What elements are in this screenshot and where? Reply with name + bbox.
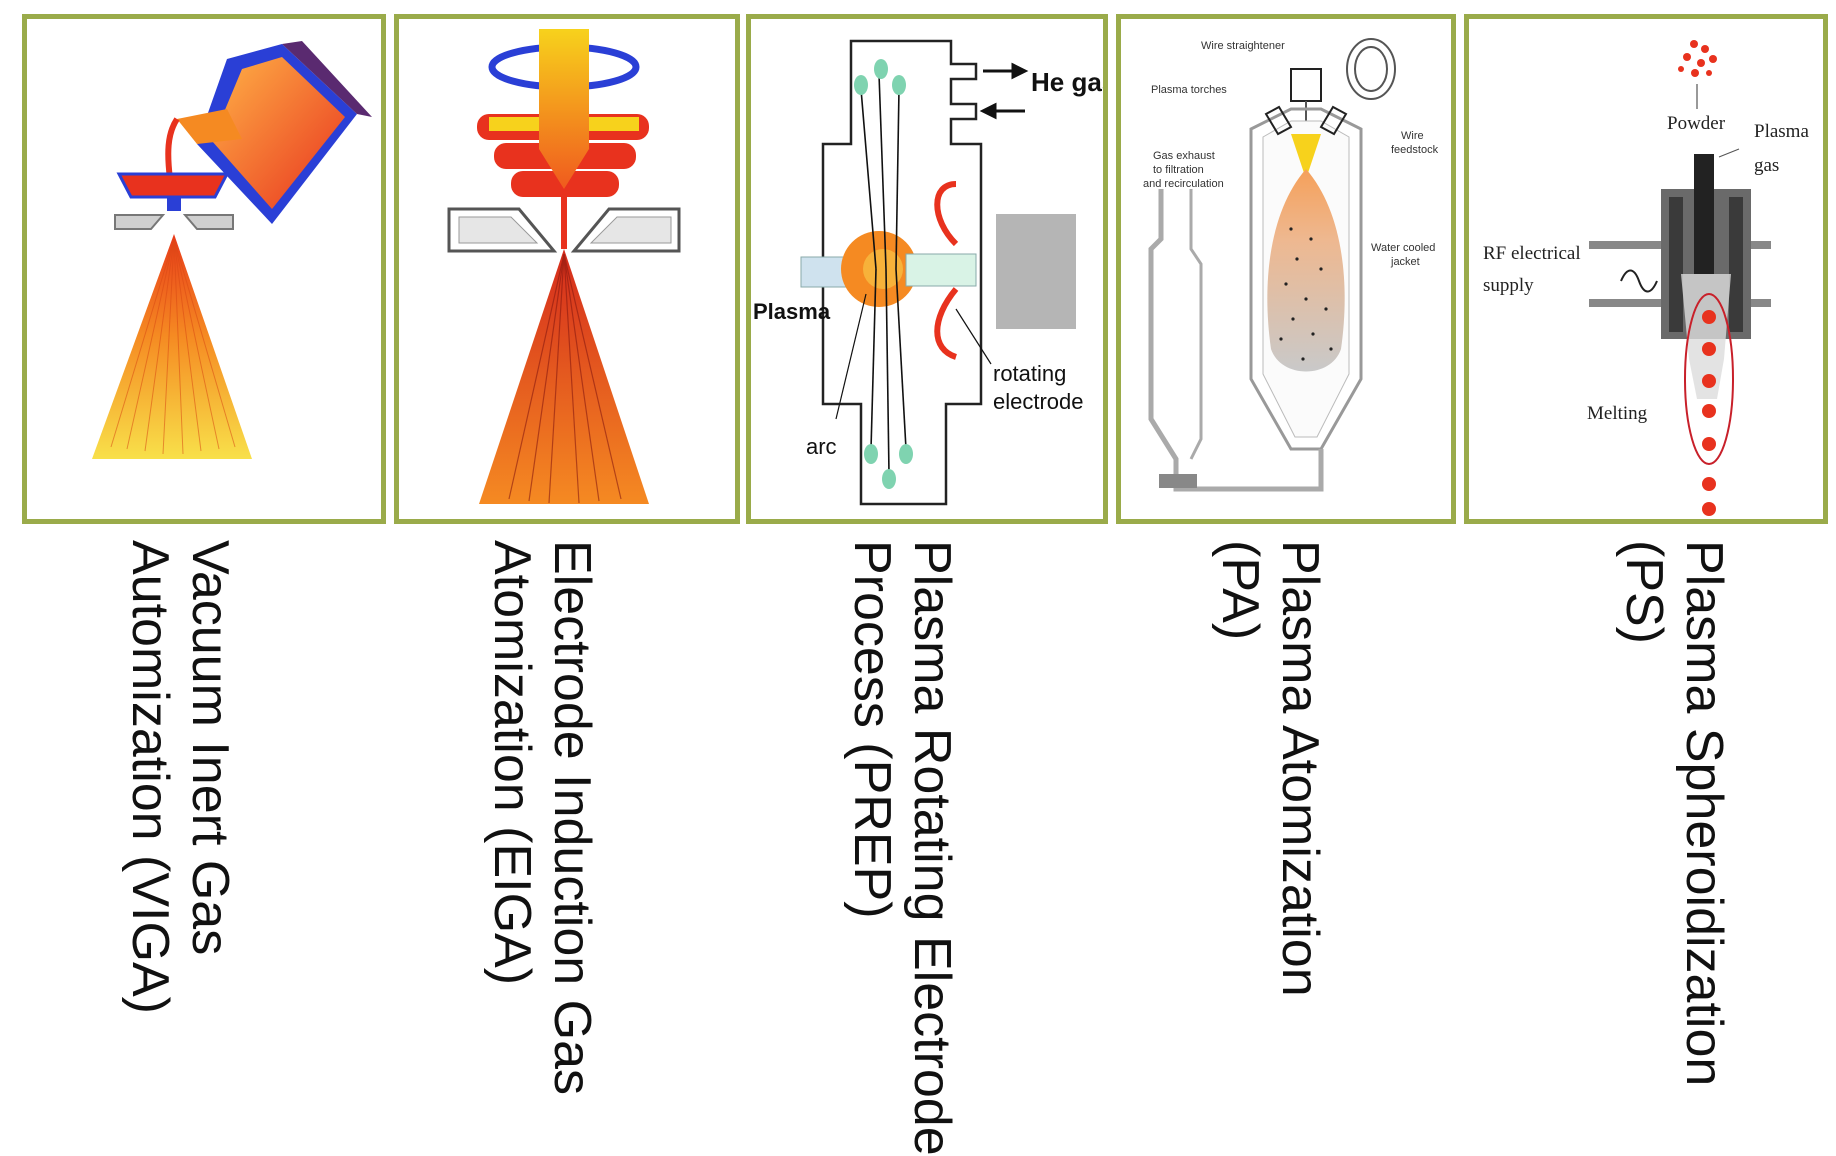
viga-panel xyxy=(22,14,386,524)
he-gas-arrows xyxy=(979,62,1029,120)
arc-label: arc xyxy=(806,434,837,459)
viga-diagram xyxy=(92,41,372,459)
wire-straightener xyxy=(1290,68,1322,102)
plasma-label: Plasma xyxy=(753,299,831,324)
ac-supply-icon xyxy=(1620,269,1658,293)
eiga-panel xyxy=(394,14,740,524)
plasma-torches-label: Plasma torches xyxy=(1151,84,1227,96)
eiga-diagram xyxy=(447,29,681,504)
powder-injector xyxy=(1694,154,1714,274)
plasma-torches xyxy=(1264,105,1348,136)
melting-label: Melting xyxy=(1587,403,1648,424)
atomized-plume xyxy=(1267,169,1345,372)
melting-zone xyxy=(1684,293,1734,465)
powder-label: Powder xyxy=(1667,113,1726,134)
droplets xyxy=(854,59,913,489)
wire-straightener-label: Wire straightener xyxy=(1201,40,1285,52)
prep-caption: Plasma Rotating Electrode Process (PREP) xyxy=(843,540,961,1156)
gas-exhaust-label-1: Gas exhaust xyxy=(1153,150,1215,162)
rf-supply-label-1: RF electrical xyxy=(1483,243,1581,264)
electrode-holder xyxy=(996,214,1076,329)
he-gas-label: He gas xyxy=(1031,67,1103,97)
ps-panel: Powder Plasma gas RF electrical supply M… xyxy=(1464,14,1828,524)
gas-exhaust-line xyxy=(1148,189,1324,492)
particles xyxy=(1279,227,1333,361)
viga-caption: Vacuum Inert Gas Automization (VIGA) xyxy=(121,540,239,1014)
chamber-outline xyxy=(821,39,983,506)
rf-supply-label-2: supply xyxy=(1483,275,1534,296)
tilting-crucible xyxy=(177,41,372,224)
gas-exhaust-label-2: to filtration xyxy=(1153,164,1204,176)
melting-droplets xyxy=(1702,310,1716,516)
gas-nozzles xyxy=(114,214,234,230)
eiga-caption: Electrode Induction Gas Atomization (EIG… xyxy=(483,540,601,1095)
prep-diagram: He gas Plasma rotating xyxy=(753,39,1103,506)
plasma-gas-label-1: Plasma xyxy=(1754,121,1809,142)
wire-feedstock-label-2: feedstock xyxy=(1391,144,1439,156)
wire-feedstock-label-1: Wire xyxy=(1401,130,1424,142)
wire-spool xyxy=(1346,38,1396,100)
rotating-electrode xyxy=(905,253,977,287)
ps-caption: Plasma Spheroidization (PS) xyxy=(1615,540,1733,1087)
atomization-spray-cone xyxy=(479,249,649,504)
rotating-label: rotating xyxy=(993,361,1066,386)
electrode-rod xyxy=(539,29,589,189)
water-jacket-label-1: Water cooled xyxy=(1371,242,1435,254)
plasma-gas-label-2: gas xyxy=(1754,155,1779,176)
ps-diagram: Powder Plasma gas RF electrical supply M… xyxy=(1483,40,1809,516)
collection-pot xyxy=(1159,474,1197,488)
gas-nozzles xyxy=(447,207,681,253)
gas-exhaust-label-3: and recirculation xyxy=(1143,178,1224,190)
rotation-arrows xyxy=(934,181,959,360)
pa-caption: Plasma Atomization (PA) xyxy=(1211,540,1329,997)
pa-diagram: Wire straightener Plasma torches Gas exh… xyxy=(1143,38,1439,492)
tundish xyxy=(116,172,230,211)
droplet-trajectories xyxy=(860,73,907,475)
electrode-label: electrode xyxy=(993,389,1084,414)
prep-panel: He gas Plasma rotating xyxy=(746,14,1108,524)
atomization-spray-cone xyxy=(92,234,252,459)
powder-cluster xyxy=(1678,40,1717,77)
pa-panel: Wire straightener Plasma torches Gas exh… xyxy=(1116,14,1456,524)
reactor-chamber xyxy=(1249,107,1363,451)
water-jacket-label-2: jacket xyxy=(1390,256,1420,268)
